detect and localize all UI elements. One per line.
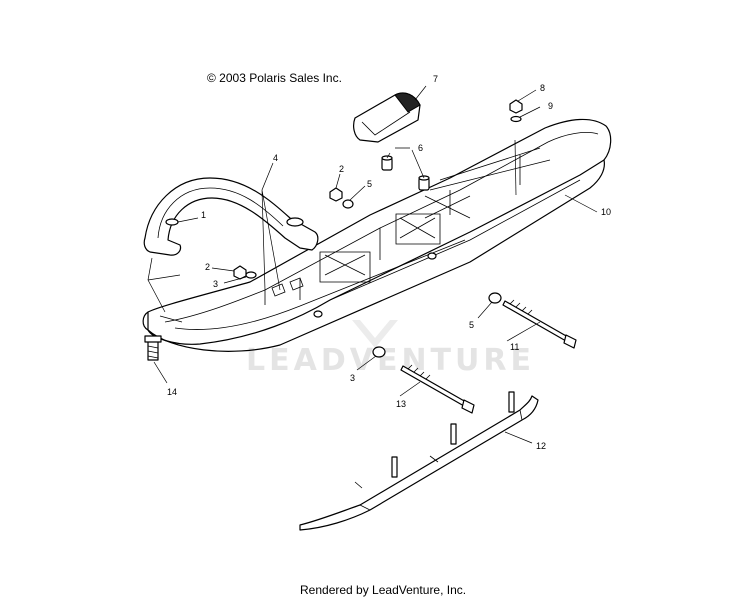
callout-10: 10 bbox=[601, 207, 611, 217]
watermark-text: LEADVENTURE bbox=[246, 343, 535, 378]
wear-bar bbox=[299, 391, 539, 531]
callout-9: 9 bbox=[548, 101, 553, 111]
callout-13: 13 bbox=[396, 399, 406, 409]
ski-body bbox=[142, 118, 612, 352]
bolts bbox=[144, 299, 577, 414]
callout-8: 8 bbox=[540, 83, 545, 93]
callout-5-bottom: 5 bbox=[469, 320, 474, 330]
callout-12: 12 bbox=[536, 441, 546, 451]
copyright-text: © 2003 Polaris Sales Inc. bbox=[207, 71, 342, 85]
callout-2-top: 2 bbox=[339, 164, 344, 174]
ski-loop-handle bbox=[143, 177, 319, 256]
callout-2-lower: 2 bbox=[205, 262, 210, 272]
callout-3-lower: 3 bbox=[213, 279, 218, 289]
callout-6: 6 bbox=[418, 143, 423, 153]
callout-7: 7 bbox=[433, 74, 438, 84]
callout-3-bottom: 3 bbox=[350, 373, 355, 383]
callout-1: 1 bbox=[201, 210, 206, 220]
leader-lines bbox=[147, 85, 598, 444]
footer-text: Rendered by LeadVenture, Inc. bbox=[300, 583, 466, 597]
hardware bbox=[233, 99, 523, 358]
watermark: LEADVENTURE bbox=[246, 320, 535, 378]
callout-4: 4 bbox=[273, 153, 278, 163]
ski-cushion bbox=[353, 92, 421, 143]
callout-14: 14 bbox=[167, 387, 177, 397]
callout-5-top: 5 bbox=[367, 179, 372, 189]
callout-labels: 7 8 9 6 2 5 4 1 2 3 10 5 11 3 13 12 14 bbox=[167, 74, 611, 451]
bushings bbox=[381, 155, 430, 191]
leadventure-logo-icon bbox=[352, 320, 398, 348]
callout-11: 11 bbox=[510, 342, 519, 352]
